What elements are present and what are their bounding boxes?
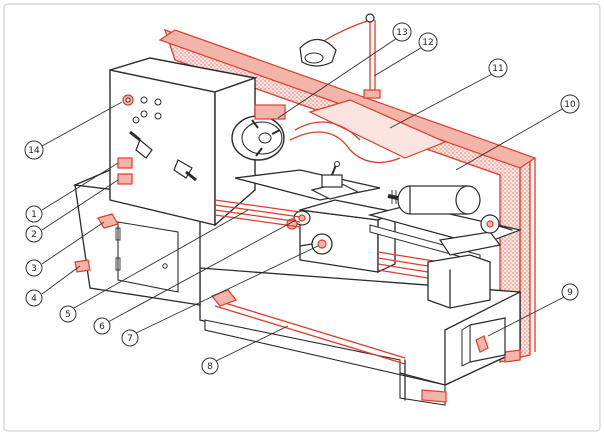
callout-5: 5 xyxy=(59,305,77,323)
svg-text:11: 11 xyxy=(492,64,503,74)
callout-4: 4 xyxy=(25,289,43,307)
svg-text:2: 2 xyxy=(31,230,37,240)
callout-2: 2 xyxy=(25,225,43,243)
callout-6: 6 xyxy=(93,317,111,335)
svg-text:5: 5 xyxy=(65,310,71,320)
svg-text:3: 3 xyxy=(31,264,37,274)
callout-11: 11 xyxy=(488,58,508,78)
svg-text:8: 8 xyxy=(207,362,213,372)
tailstock xyxy=(387,185,513,309)
frame-border xyxy=(3,3,601,432)
callout-9: 9 xyxy=(561,283,579,301)
svg-text:4: 4 xyxy=(31,294,37,304)
headstock xyxy=(109,57,258,227)
chip-guard xyxy=(289,99,447,164)
callout-14: 14 xyxy=(24,140,44,160)
svg-text:12: 12 xyxy=(422,38,433,48)
callout-3: 3 xyxy=(25,259,43,277)
callout-13: 13 xyxy=(392,22,412,42)
svg-text:7: 7 xyxy=(127,334,133,344)
svg-text:10: 10 xyxy=(564,100,576,110)
callout-7: 7 xyxy=(121,329,139,347)
callout-8: 8 xyxy=(201,357,219,375)
chuck xyxy=(231,104,286,161)
callout-12: 12 xyxy=(418,32,438,52)
callout-1: 1 xyxy=(25,205,43,223)
work-lamp xyxy=(299,13,381,99)
callout-10: 10 xyxy=(560,94,580,114)
splash-guard xyxy=(158,28,537,363)
svg-text:9: 9 xyxy=(567,288,573,298)
svg-text:6: 6 xyxy=(99,322,105,332)
svg-text:13: 13 xyxy=(396,28,407,38)
switch-box xyxy=(461,317,506,367)
callouts: 1 2 3 4 5 6 7 8 xyxy=(24,22,580,375)
svg-text:1: 1 xyxy=(31,210,37,220)
leader-lines xyxy=(41,35,567,363)
svg-text:14: 14 xyxy=(28,146,40,156)
